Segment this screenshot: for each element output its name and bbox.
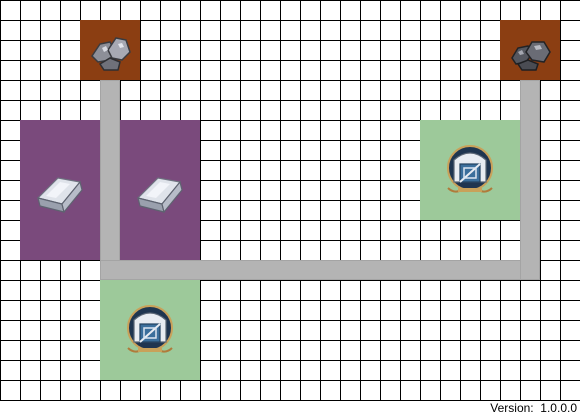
smelter-building-right[interactable] — [120, 120, 200, 260]
path-mine-right-down — [520, 80, 540, 280]
version-label: Version: — [490, 401, 534, 415]
smelter-building-left[interactable] — [20, 120, 100, 260]
storage-building-bottom[interactable] — [100, 280, 200, 380]
path-mine-left-to-smelters — [100, 80, 120, 280]
ore-rocks-icon — [91, 37, 131, 71]
mine-building-left[interactable] — [80, 20, 140, 80]
mine-building-right[interactable] — [500, 20, 560, 80]
storage-building-right[interactable] — [420, 120, 520, 220]
metal-ingot-icon — [36, 177, 83, 214]
warehouse-icon — [127, 305, 173, 353]
metal-ingot-icon — [136, 177, 183, 214]
version-value: 1.0.0.0 — [540, 401, 577, 415]
version-readout: Version: 1.0.0.0 — [490, 401, 577, 415]
warehouse-icon — [447, 145, 493, 193]
path-horizontal-main — [100, 260, 540, 280]
ore-rocks-icon — [511, 41, 551, 71]
